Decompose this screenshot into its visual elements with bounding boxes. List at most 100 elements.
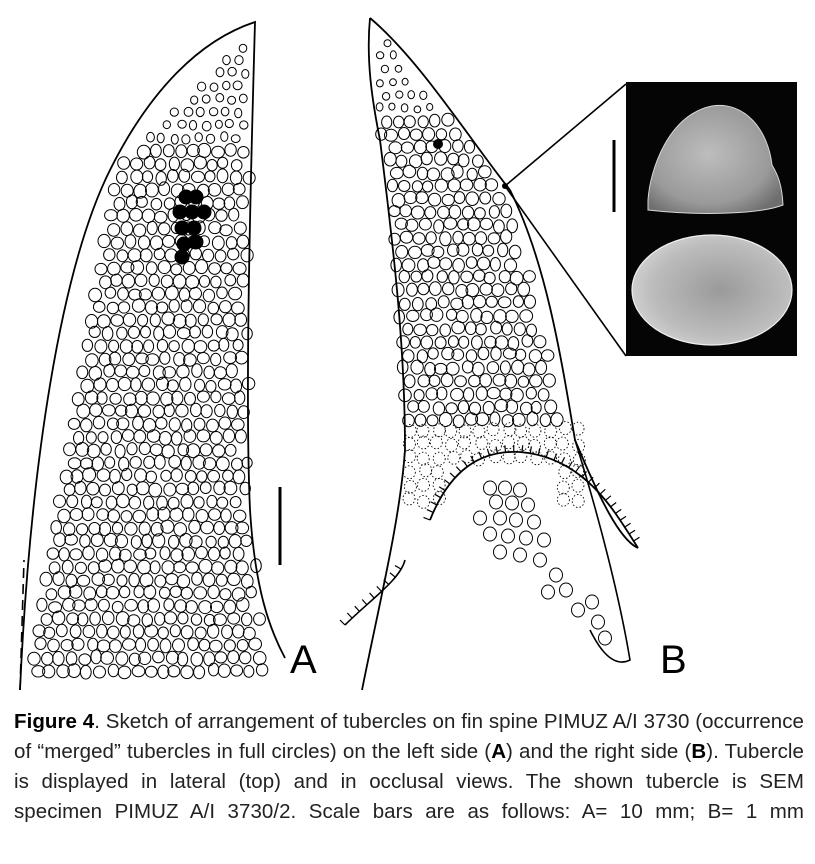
tubercle-b [422,127,436,142]
tubercle-a [221,392,236,405]
tubercle-b [478,165,492,179]
tubercle-a [157,260,172,275]
tubercle-a [184,391,196,406]
tubercle-a [121,429,135,442]
dotted-tubercle-b [556,480,570,495]
tubercle-b [451,348,465,362]
dotted-tubercle-b [489,449,503,464]
tubercle-b [420,244,435,257]
tubercle-a [139,248,153,263]
tubercle-b [433,362,448,375]
tubercle-b [488,205,500,219]
dotted-tubercle-b [571,478,585,493]
tubercle-a [88,325,101,338]
tubercle-a [187,637,200,651]
tubercle-b [389,50,397,60]
tubercle-a [115,651,129,666]
figure-caption: Figure 4. Sketch of arrangement of tuber… [14,707,804,827]
tubercle-a [198,275,211,288]
dotted-tubercle-b [416,435,430,450]
tubercle-a [118,585,131,599]
hatch-tick [339,619,346,626]
tubercle-b [452,414,465,429]
tubercle-a [79,534,91,548]
tubercle-b [395,154,408,168]
tubercle-b [442,282,455,296]
tubercle-a [182,507,195,522]
tubercle-a [189,535,203,549]
tubercle-a [220,508,232,523]
caption-bold-a: A [491,740,507,763]
tubercle-b [398,269,410,284]
tubercle-a [177,651,189,667]
tubercle-b [375,127,388,141]
tubercle-a [91,456,105,472]
tubercle-b [450,387,464,402]
tubercle-a [215,67,225,78]
tubercle-a [146,429,161,443]
tubercle-a [211,235,225,251]
tubercle-b [520,401,533,416]
tubercle-a [113,197,126,211]
tubercle-a [213,521,226,535]
dotted-tubercle-b [486,422,500,437]
tubercle-b [508,244,522,260]
tubercle-a [116,326,128,340]
tubercle-a [141,377,156,392]
tubercle-a [135,481,150,496]
tubercle-b [473,294,487,309]
tubercle-a [152,404,165,419]
tubercle-a [171,431,183,446]
tubercle-a [180,665,194,680]
tubercle-b [517,281,531,297]
tubercle-a [165,285,179,301]
tubercle-a [111,558,125,574]
tubercle-a [236,273,250,288]
tubercle-b [396,359,409,375]
tubercle-a [76,365,89,380]
tubercle-b [393,309,406,325]
tubercle-b [484,335,497,349]
tubercle-b [402,349,415,363]
tubercle-a [60,639,74,652]
tubercle-a [84,390,99,405]
tubercle-a [253,612,266,626]
tubercle-a [200,404,213,419]
panel-a-label: A [290,638,317,682]
tubercle-a [90,533,104,547]
hatch-tick [394,565,402,570]
tubercle-b [422,180,434,193]
tubercle-b [448,204,462,220]
tubercle-a [144,547,157,560]
tubercle-b [440,167,455,182]
tubercle-a [191,571,203,586]
tubercle-b [475,386,488,401]
tubercle-a [145,300,158,315]
hatch-tick [462,460,468,467]
tubercle-a [255,663,269,677]
tubercle-b [464,412,479,426]
tubercle-b [405,218,419,232]
tubercle-a [138,651,152,665]
tubercles-a [27,43,269,680]
hatch-tick [486,448,490,456]
tubercle-a [166,379,179,393]
pointer-line-bottom [504,185,627,357]
tubercle-b [500,229,513,244]
tubercle-a [233,221,247,235]
panel-b-sketch [339,17,640,691]
tubercle-a [206,159,218,172]
tubercle-b [482,244,495,257]
tubercle-b [427,256,441,269]
tubercle-a [138,288,152,301]
tubercle-a [231,587,246,602]
hatch-tick [560,457,566,464]
tubercle-b [513,547,527,563]
tubercle-a [215,209,228,222]
tubercle-a [155,301,169,314]
tubercle-a [116,493,130,509]
tubercle-a [169,107,179,117]
tubercle-a [79,457,94,470]
tubercle-a [103,248,116,262]
tubercle-a [154,574,167,588]
